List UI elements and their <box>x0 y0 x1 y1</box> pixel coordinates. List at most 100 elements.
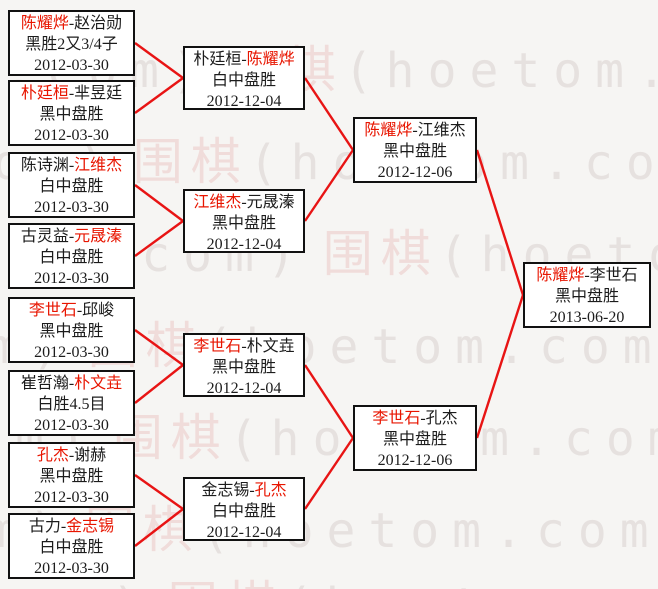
match-box: 李世石-朴文垚 黑中盘胜 2012-12-04 <box>183 333 305 397</box>
match-players: 古灵益-元晟溱 <box>10 226 133 247</box>
match-date: 2012-12-04 <box>206 380 282 397</box>
match-players: 金志锡-孔杰 <box>185 480 303 501</box>
match-result: 白中盘胜 <box>39 249 104 266</box>
match-players: 李世石-朴文垚 <box>185 336 303 357</box>
match-date: 2012-12-04 <box>206 93 282 110</box>
match-box: 江维杰-元晟溱 黑中盘胜 2012-12-04 <box>183 189 305 253</box>
player1-name: 孔杰 <box>36 447 69 464</box>
connector-line <box>134 184 184 222</box>
vs-dash: - <box>420 410 426 427</box>
vs-dash: - <box>68 85 75 102</box>
connector-line <box>134 77 184 114</box>
match-date: 2012-03-30 <box>34 57 109 74</box>
match-players: 朴廷桓-陈耀烨 <box>185 49 303 70</box>
connector-line <box>134 329 184 366</box>
match-box: 朴廷桓-芈昱廷 黑中盘胜 2012-03-30 <box>8 80 135 146</box>
vs-dash: - <box>60 518 67 535</box>
vs-dash: - <box>241 338 247 355</box>
match-result: 黑中盘胜 <box>39 323 104 340</box>
match-players: 陈耀烨-江维杰 <box>355 120 475 141</box>
match-result: 黑中盘胜 <box>211 359 276 376</box>
match-players: 朴廷桓-芈昱廷 <box>10 83 133 104</box>
match-players: 李世石-邱峻 <box>10 300 133 321</box>
player1-name: 陈耀烨 <box>20 15 69 32</box>
connector-line <box>134 474 184 510</box>
player1-name: 金志锡 <box>201 482 250 499</box>
match-result: 黑中盘胜 <box>382 143 447 160</box>
player2-name: 邱峻 <box>82 302 115 319</box>
connector-line <box>134 508 184 547</box>
match-date: 2012-03-30 <box>34 560 109 577</box>
match-date: 2012-03-30 <box>34 199 109 216</box>
vs-dash: - <box>76 302 83 319</box>
player2-name: 孔杰 <box>425 410 458 427</box>
player1-name: 崔哲瀚 <box>20 375 69 392</box>
player1-name: 古力 <box>28 518 61 535</box>
player1-name: 陈耀烨 <box>536 267 585 284</box>
vs-dash: - <box>68 15 75 32</box>
player2-name: 朴文垚 <box>74 375 123 392</box>
match-result: 黑中盘胜 <box>39 106 104 123</box>
connector-line <box>304 77 354 151</box>
connector-line <box>134 220 184 257</box>
match-date: 2013-06-20 <box>549 309 625 326</box>
match-result: 黑中盘胜 <box>382 431 447 448</box>
connector-line <box>475 294 525 439</box>
match-players: 崔哲瀚-朴文垚 <box>10 373 133 394</box>
match-players: 陈耀烨-李世石 <box>525 265 649 286</box>
match-box: 陈耀烨-江维杰 黑中盘胜 2012-12-06 <box>353 117 477 183</box>
player2-name: 江维杰 <box>417 122 466 139</box>
match-date: 2012-03-30 <box>34 417 109 434</box>
vs-dash: - <box>68 228 75 245</box>
vs-dash: - <box>241 194 247 211</box>
player2-name: 江维杰 <box>74 157 123 174</box>
match-box: 金志锡-孔杰 白中盘胜 2012-12-04 <box>183 477 305 541</box>
player2-name: 金志锡 <box>66 518 115 535</box>
player2-name: 陈耀烨 <box>246 51 295 68</box>
player2-name: 谢赫 <box>74 447 107 464</box>
vs-dash: - <box>249 482 255 499</box>
player1-name: 陈耀烨 <box>364 122 413 139</box>
player1-name: 陈诗渊 <box>20 157 69 174</box>
player1-name: 李世石 <box>372 410 421 427</box>
player2-name: 赵治勋 <box>74 15 123 32</box>
connector-line <box>475 149 525 296</box>
connector-line <box>134 42 184 79</box>
match-box: 李世石-邱峻 黑中盘胜 2012-03-30 <box>8 297 135 363</box>
match-box: 孔杰-谢赫 黑中盘胜 2012-03-30 <box>8 442 135 508</box>
match-result: 白中盘胜 <box>39 178 104 195</box>
match-result: 白中盘胜 <box>211 503 276 520</box>
match-date: 2012-03-30 <box>34 489 109 506</box>
connector-line <box>304 437 354 510</box>
match-date: 2012-03-30 <box>34 344 109 361</box>
match-box: 古力-金志锡 白中盘胜 2012-03-30 <box>8 513 135 579</box>
match-result: 黑中盘胜 <box>39 468 104 485</box>
match-box: 朴廷桓-陈耀烨 白中盘胜 2012-12-04 <box>183 46 305 110</box>
match-date: 2012-12-06 <box>377 164 453 181</box>
match-box: 陈诗渊-江维杰 白中盘胜 2012-03-30 <box>8 152 135 218</box>
match-result: 白中盘胜 <box>39 539 104 556</box>
match-players: 古力-金志锡 <box>10 516 133 537</box>
match-date: 2012-03-30 <box>34 270 109 287</box>
player1-name: 古灵益 <box>20 228 69 245</box>
connector-line <box>304 149 354 222</box>
match-box: 陈耀烨-李世石 黑中盘胜 2013-06-20 <box>523 262 651 328</box>
player2-name: 李世石 <box>589 267 638 284</box>
match-box: 陈耀烨-赵治勋 黑胜2又3/4子 2012-03-30 <box>8 10 135 76</box>
player2-name: 元晟溱 <box>246 194 295 211</box>
player2-name: 孔杰 <box>254 482 287 499</box>
match-result: 黑胜2又3/4子 <box>25 36 118 53</box>
vs-dash: - <box>68 447 75 464</box>
match-players: 孔杰-谢赫 <box>10 445 133 466</box>
match-box: 古灵益-元晟溱 白中盘胜 2012-03-30 <box>8 223 135 289</box>
connector-line <box>303 364 355 439</box>
player1-name: 朴廷桓 <box>193 51 242 68</box>
player2-name: 元晟溱 <box>74 228 123 245</box>
vs-dash: - <box>68 157 75 174</box>
player1-name: 李世石 <box>193 338 242 355</box>
match-date: 2012-03-30 <box>34 127 109 144</box>
player1-name: 江维杰 <box>193 194 242 211</box>
match-players: 江维杰-元晟溱 <box>185 192 303 213</box>
match-result: 白中盘胜 <box>211 72 276 89</box>
